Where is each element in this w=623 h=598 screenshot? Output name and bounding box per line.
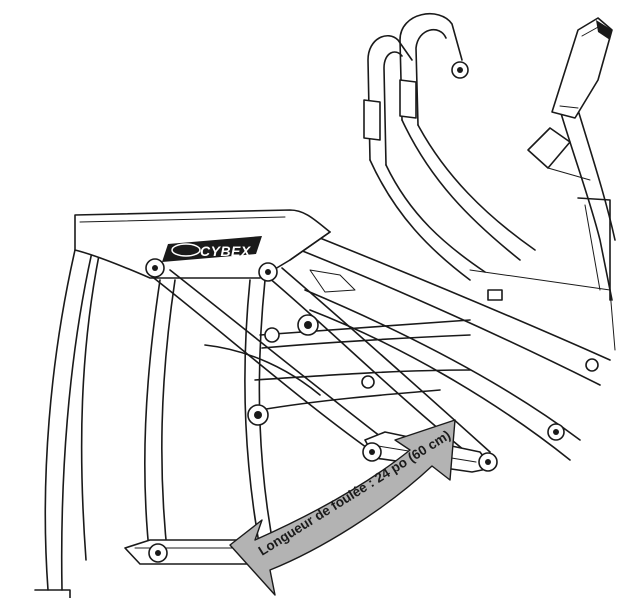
logo-plate: CYBEX bbox=[162, 236, 262, 262]
handlebars bbox=[363, 12, 536, 281]
console-display bbox=[527, 17, 613, 181]
main-frame bbox=[299, 229, 616, 461]
stride-arrow: Longueur de foulée : 24 po (60 cm) bbox=[229, 419, 456, 596]
stride-length-label: Longueur de foulée : 24 po (60 cm) bbox=[256, 427, 454, 558]
brand-logo-text: CYBEX bbox=[200, 243, 252, 259]
console-mast bbox=[559, 99, 616, 301]
pivot-bolts bbox=[145, 258, 565, 563]
